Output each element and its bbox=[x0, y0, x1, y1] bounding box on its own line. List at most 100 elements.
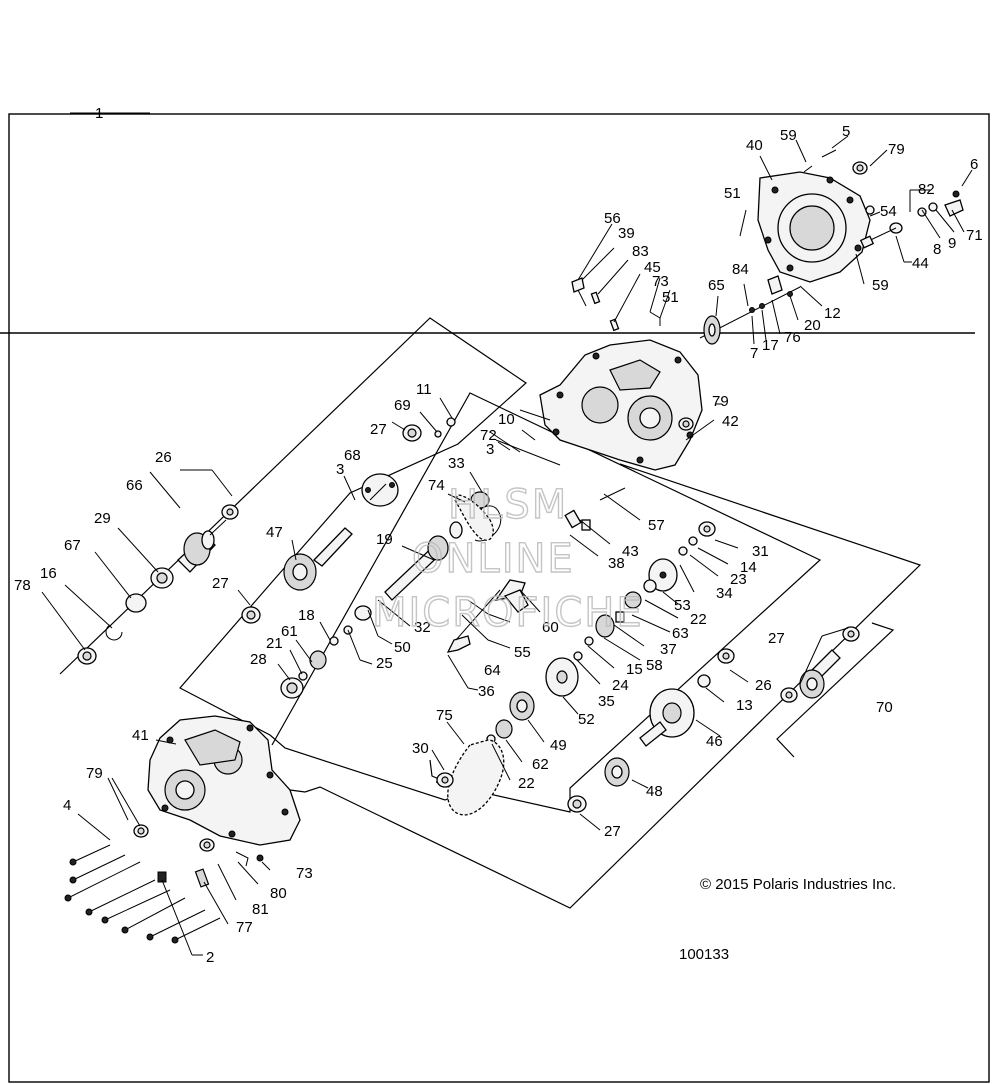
callout-39: 39 bbox=[618, 225, 635, 242]
callout-82: 82 bbox=[918, 181, 935, 198]
callout-11: 11 bbox=[416, 381, 432, 398]
callout-28: 28 bbox=[250, 651, 267, 668]
callout-51b: 51 bbox=[662, 289, 679, 306]
middle-group-outline bbox=[271, 392, 822, 813]
callout-36: 36 bbox=[478, 683, 495, 700]
callout-69: 69 bbox=[394, 397, 411, 414]
front-case-bolts bbox=[64, 824, 264, 944]
driven-shaft-group bbox=[780, 626, 860, 703]
callout-67: 67 bbox=[64, 537, 81, 554]
callout-20: 20 bbox=[804, 317, 821, 334]
watermark-line-1: HLSM bbox=[448, 482, 568, 528]
callout-23: 23 bbox=[730, 571, 747, 588]
callout-42: 42 bbox=[722, 413, 739, 430]
callout-4: 4 bbox=[63, 797, 71, 814]
callout-30: 30 bbox=[412, 740, 429, 757]
callout-13: 13 bbox=[736, 697, 753, 714]
callout-66: 66 bbox=[126, 477, 143, 494]
callout-48: 48 bbox=[646, 783, 663, 800]
diagram-reference-number: 100133 bbox=[679, 946, 729, 963]
center-gear-stack bbox=[486, 521, 716, 744]
callout-27a: 27 bbox=[370, 421, 387, 438]
callout-7: 7 bbox=[750, 345, 758, 362]
callout-22b: 22 bbox=[518, 775, 535, 792]
callout-15: 15 bbox=[626, 661, 643, 678]
callout-46: 46 bbox=[706, 733, 723, 750]
callout-31: 31 bbox=[752, 543, 769, 560]
callout-38: 38 bbox=[608, 555, 625, 572]
callout-labels: 1 2 3 3 4 5 6 7 8 9 10 11 12 13 14 15 16… bbox=[14, 105, 983, 966]
callout-2: 2 bbox=[206, 949, 214, 966]
callout-22a: 22 bbox=[690, 611, 707, 628]
callout-55: 55 bbox=[514, 644, 531, 661]
callout-75: 75 bbox=[436, 707, 453, 724]
main-transmission-case bbox=[539, 339, 703, 471]
lower-group-outline bbox=[289, 463, 922, 909]
callout-72: 72 bbox=[480, 427, 497, 444]
callout-79b: 79 bbox=[712, 393, 729, 410]
callout-79c: 79 bbox=[86, 765, 103, 782]
callout-47: 47 bbox=[266, 524, 283, 541]
front-transmission-case bbox=[147, 715, 301, 846]
watermark: HLSM ONLINE MICROFICHE bbox=[371, 481, 644, 636]
output-gear-group bbox=[567, 648, 735, 813]
callout-79a: 79 bbox=[888, 141, 905, 158]
callout-45: 45 bbox=[644, 259, 661, 276]
callout-10: 10 bbox=[498, 411, 515, 428]
callout-3b: 3 bbox=[486, 441, 494, 458]
driven-shaft-bracket bbox=[776, 622, 895, 758]
callout-43: 43 bbox=[622, 543, 639, 560]
callout-41: 41 bbox=[132, 727, 149, 744]
callout-78: 78 bbox=[14, 577, 31, 594]
copyright-notice: © 2015 Polaris Industries Inc. bbox=[700, 876, 896, 893]
callout-80: 80 bbox=[270, 885, 287, 902]
watermark-line-3: MICROFICHE bbox=[372, 590, 644, 636]
rear-cover-hardware bbox=[803, 149, 964, 249]
callout-leader-lines bbox=[41, 112, 973, 956]
callout-3a: 3 bbox=[336, 461, 344, 478]
callout-34: 34 bbox=[716, 585, 733, 602]
callout-70: 70 bbox=[876, 699, 893, 716]
callout-74: 74 bbox=[428, 477, 445, 494]
callout-51a: 51 bbox=[724, 185, 741, 202]
callout-63: 63 bbox=[672, 625, 689, 642]
callout-33: 33 bbox=[448, 455, 465, 472]
callout-61: 61 bbox=[281, 623, 298, 640]
callout-17: 17 bbox=[762, 337, 779, 354]
callout-40: 40 bbox=[746, 137, 763, 154]
callout-64: 64 bbox=[484, 662, 501, 679]
rear-cover-assembly bbox=[757, 171, 871, 283]
callout-16: 16 bbox=[40, 565, 57, 582]
callout-32: 32 bbox=[414, 619, 431, 636]
callout-71: 71 bbox=[966, 227, 983, 244]
callout-37: 37 bbox=[660, 641, 677, 658]
callout-29: 29 bbox=[94, 510, 111, 527]
callout-27b: 27 bbox=[212, 575, 229, 592]
callout-60: 60 bbox=[542, 619, 559, 636]
callout-59b: 59 bbox=[872, 277, 889, 294]
callout-1: 1 bbox=[95, 105, 103, 122]
callout-27d: 27 bbox=[604, 823, 621, 840]
callout-52: 52 bbox=[578, 711, 595, 728]
callout-21: 21 bbox=[266, 635, 283, 652]
callout-6: 6 bbox=[970, 156, 978, 173]
callout-50: 50 bbox=[394, 639, 411, 656]
callout-53: 53 bbox=[674, 597, 691, 614]
callout-14: 14 bbox=[740, 559, 757, 576]
drive-chain bbox=[436, 494, 505, 816]
callout-81: 81 bbox=[252, 901, 269, 918]
callout-65: 65 bbox=[708, 277, 725, 294]
callout-77: 77 bbox=[236, 919, 253, 936]
callout-59a: 59 bbox=[780, 127, 797, 144]
callout-73a: 73 bbox=[652, 273, 669, 290]
callout-49: 49 bbox=[550, 737, 567, 754]
callout-57: 57 bbox=[648, 517, 665, 534]
callout-54: 54 bbox=[880, 203, 897, 220]
callout-26b: 26 bbox=[755, 677, 772, 694]
callout-26a: 26 bbox=[155, 449, 172, 466]
callout-27c: 27 bbox=[768, 630, 785, 647]
callout-12: 12 bbox=[824, 305, 841, 322]
callout-58: 58 bbox=[646, 657, 663, 674]
callout-56: 56 bbox=[604, 210, 621, 227]
